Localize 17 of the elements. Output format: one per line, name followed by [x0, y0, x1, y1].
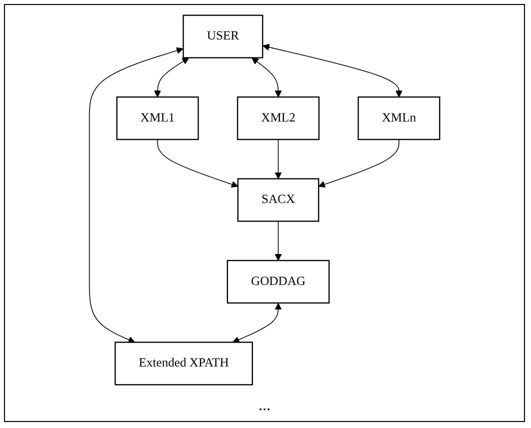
- node-box: XML1: [116, 96, 199, 140]
- arrow: [232, 302, 282, 343]
- arrow: [154, 58, 190, 98]
- arrow: [88, 47, 184, 343]
- node-box: GODDAG: [226, 260, 330, 304]
- arrow: [157, 139, 238, 188]
- arrow: [262, 44, 402, 98]
- node-box: USER: [182, 14, 264, 58]
- arrow: [252, 58, 282, 98]
- arrow: [274, 139, 282, 180]
- arrow: [318, 139, 400, 188]
- node-box: XMLn: [358, 96, 440, 140]
- node-box: XML2: [236, 96, 320, 140]
- arrow: [274, 220, 282, 261]
- node-box: SACX: [237, 178, 320, 222]
- node-box: Extended XPATH: [114, 342, 253, 386]
- ellipsis-label: ...: [258, 397, 270, 414]
